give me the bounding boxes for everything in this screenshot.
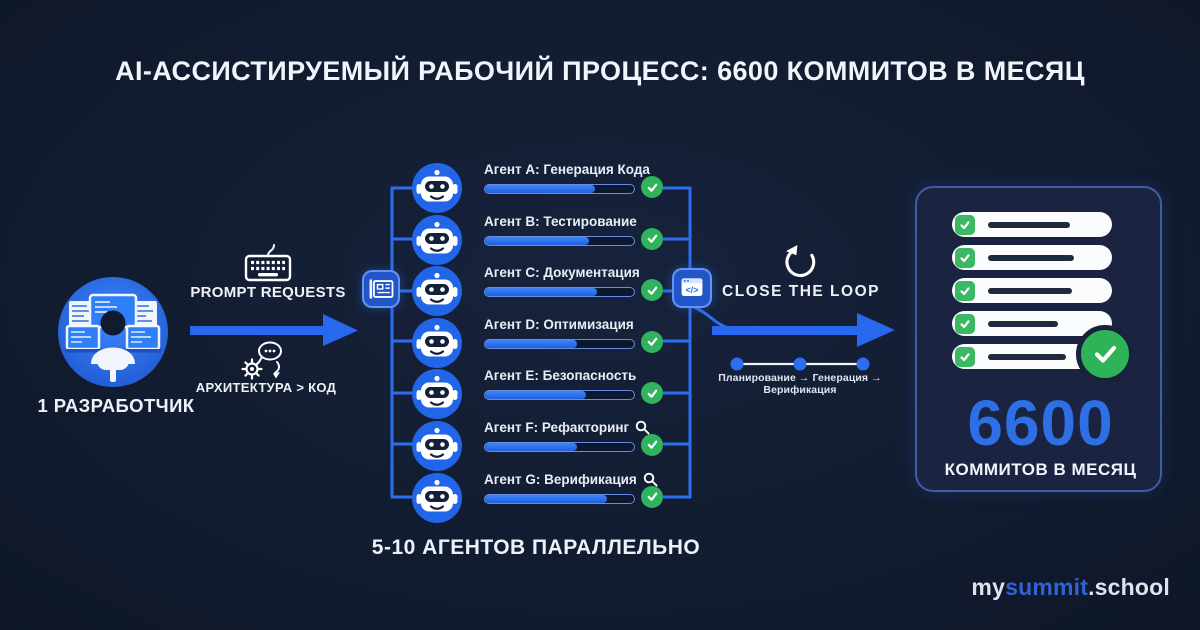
developer-illustration [58,277,168,387]
flow-arrow-left [190,314,358,346]
agent-progress-fill [485,339,578,348]
agent-check-icon [641,382,663,405]
agent-label: Агент A: Генерация Кода [484,162,650,177]
agent-label: Агент C: Документация [484,265,640,281]
agent-progress-fill [485,185,596,193]
magnifier-icon [635,420,650,435]
prompt-requests-label: PROMPT REQUESTS [190,284,346,301]
checklist-line [988,254,1074,261]
agent-progress-fill [485,391,587,400]
agent-row: Агент A: Генерация Кода [411,162,671,214]
checklist-line [988,287,1072,294]
commits-count: 6600 [967,387,1114,459]
parallel-agents-label: 5-10 АГЕНТОВ ПАРАЛЛЕЛЬНО [371,536,701,559]
agent-check-icon [641,485,663,508]
architecture-icon [241,341,282,380]
agent-label: Агент D: Оптимизация [484,316,634,332]
agent-progress-fill [485,236,590,245]
agent-label: Агент E: Безопасность [484,368,637,384]
commits-caption: КОММИТОВ В МЕСЯЦ [944,460,1137,479]
agent-progress-bar [484,235,635,246]
agent-progress-bar [484,338,635,349]
keyboard-icon [244,244,292,282]
robot-icon [412,317,462,368]
agent-progress-bar [484,390,635,401]
flow-arrow-right [712,313,895,347]
checklist-line [988,353,1066,360]
agent-progress-bar [484,287,635,298]
pipeline-dots [730,357,870,371]
robot-icon [412,266,462,317]
developer-label: 1 РАЗРАБОТЧИК [37,395,195,416]
agent-label: Агент G: Верификация [484,471,637,487]
robot-icon [412,369,462,420]
architecture-label: АРХИТЕКТУРА > КОД [195,380,337,395]
blueprint-icon [362,270,400,308]
checklist-check-icon [955,280,975,301]
agent-progress-fill [485,494,608,503]
agent-check-icon [641,176,663,198]
agent-progress-bar [484,184,635,194]
checklist-item [952,212,1112,237]
checklist-check-icon [955,214,975,235]
checklist-check-icon [955,313,975,334]
brand-logo: mysummit.school [971,574,1170,601]
checklist-line [988,221,1070,228]
loop-icon [785,245,816,278]
logo-part-summit: summit [1005,574,1089,600]
agent-row: Агент G: Верификация [411,472,671,524]
robot-icon [412,214,462,265]
agent-row: Агент E: Безопасность [411,368,671,420]
checklist-item [952,245,1112,270]
agent-progress-fill [485,442,578,451]
robot-icon [412,420,462,471]
result-card: 6600 КОММИТОВ В МЕСЯЦ [915,186,1162,492]
robot-icon [412,472,462,523]
checklist-item [952,278,1112,303]
agent-progress-bar [484,441,635,452]
magnifier-icon [643,472,658,487]
agent-label: Агент F: Рефакторинг [484,419,630,435]
checklist-line [988,320,1058,327]
agent-row: Агент C: Документация [411,265,671,317]
agent-check-icon [641,330,663,353]
close-the-loop-label: CLOSE THE LOOP [722,283,880,300]
agent-check-icon [641,227,663,250]
big-check-icon [1076,325,1134,383]
agent-row: Агент B: Тестирование [411,214,671,266]
agent-check-icon [641,279,663,302]
svg-text:</>: </> [686,285,699,295]
agent-progress-fill [485,288,597,297]
agent-connector-lines [390,186,730,499]
agent-rows: Агент A: Генерация Кода Агент B: [411,162,671,523]
robot-icon [412,163,462,213]
agent-row: Агент F: Рефакторинг [411,420,671,472]
checklist-check-icon [955,247,975,268]
agent-label: Агент B: Тестирование [484,213,637,229]
pipeline-steps-label: Планирование → Генерация → Верификация [718,372,882,396]
logo-part-my: my [971,574,1006,600]
page-title: AI-АССИСТИРУЕМЫЙ РАБОЧИЙ ПРОЦЕСС: 6600 К… [115,56,1085,86]
checklist-check-icon [955,346,975,367]
agent-progress-bar [484,493,635,504]
code-window-icon: </> [672,268,712,308]
logo-part-school: .school [1088,574,1170,600]
agent-check-icon [641,433,663,456]
agent-row: Агент D: Оптимизация [411,317,671,369]
